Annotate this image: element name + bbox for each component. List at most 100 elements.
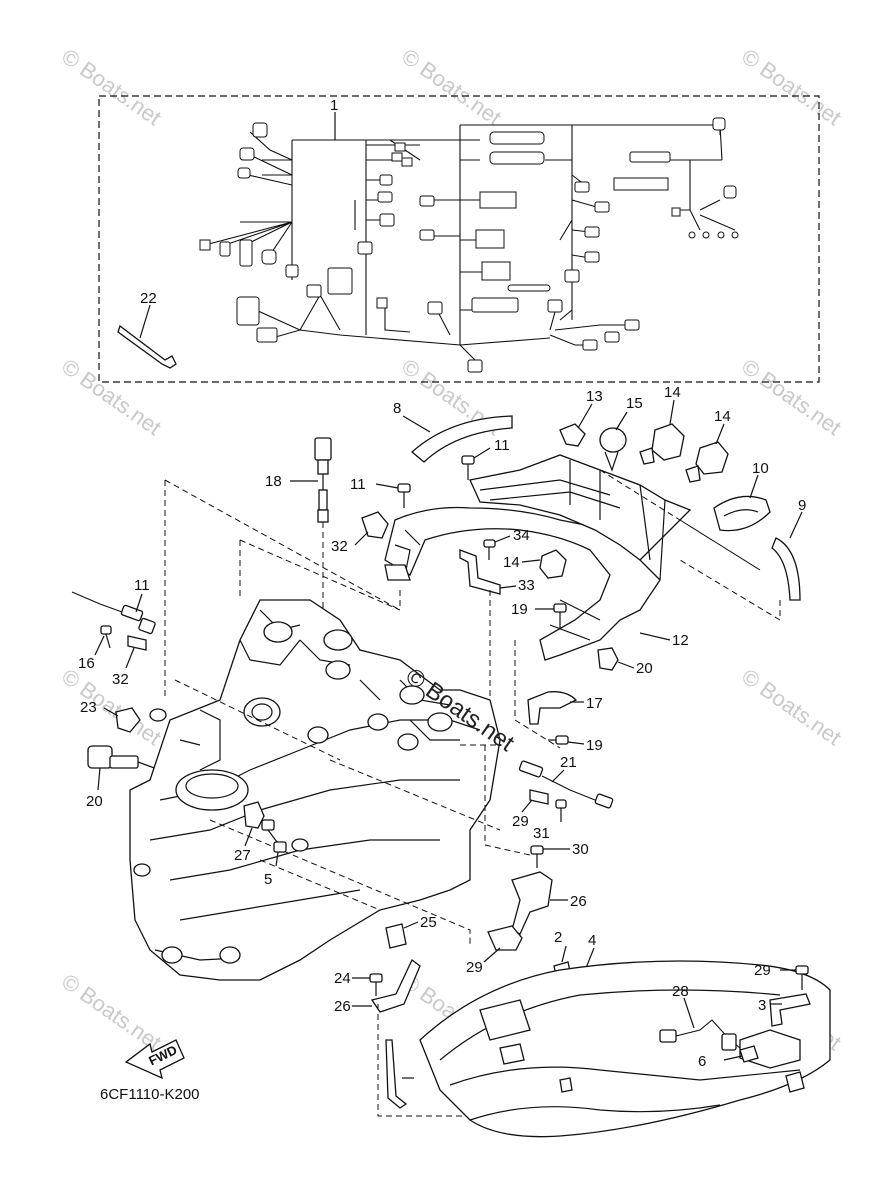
grommet-31 <box>243 801 265 829</box>
bracket-27 <box>511 871 553 935</box>
callout-33: 33 <box>518 577 535 594</box>
callout-26: 6 <box>698 1053 706 1070</box>
callout-30: 5 <box>264 871 272 888</box>
bracket-3 <box>370 959 421 1013</box>
watermark: © Boats.net <box>57 354 166 441</box>
cable-tie-6 <box>385 1039 408 1109</box>
bolt-21-left <box>94 625 112 656</box>
bolt-34 <box>483 535 511 560</box>
callout-19: 21 <box>560 754 577 771</box>
callout-32: 32 <box>331 538 348 555</box>
callout-32: 23 <box>80 699 97 716</box>
callout-11: 11 <box>350 476 366 493</box>
grommet-15 <box>599 427 627 453</box>
callout-19: 11 <box>134 577 150 594</box>
callout-4: 24 <box>334 970 351 987</box>
bottom-cowling <box>419 960 831 1138</box>
callout-13: 13 <box>586 388 603 405</box>
bracket-assembly: 8 12 11 11 19 13 <box>331 384 806 754</box>
callout-1: 1 <box>330 97 338 114</box>
bolt-21-right <box>555 799 567 822</box>
callout-14: 14 <box>503 554 520 571</box>
clip-12 <box>597 647 619 671</box>
callout-24: 28 <box>672 983 689 1000</box>
bolt-11-upper <box>461 447 491 480</box>
callout-2: 29 <box>466 959 483 976</box>
harness-connectors <box>199 117 739 373</box>
callout-27: 26 <box>570 893 587 910</box>
callout-12: 20 <box>636 660 653 677</box>
callout-17: 19 <box>586 737 603 754</box>
callout-16: 17 <box>586 695 603 712</box>
callout-20: 29 <box>512 813 529 830</box>
watermark: © Boats.net <box>397 44 506 131</box>
clip-5 <box>385 923 407 949</box>
callout-25: 4 <box>588 932 596 949</box>
watermark: © Boats.net <box>737 354 846 441</box>
callout-31: 27 <box>234 847 251 864</box>
watermark: © Boats.net <box>737 664 846 751</box>
band-8 <box>411 415 513 463</box>
watermark: © Boats.net <box>737 44 846 131</box>
engine-block <box>129 599 501 981</box>
bolt-17 <box>548 735 585 745</box>
callout-29: 30 <box>572 841 589 858</box>
clamp-32-left <box>115 707 141 733</box>
watermark: © Boats.net <box>57 969 166 1056</box>
callout-10: 10 <box>752 460 769 477</box>
sensor-19-left <box>71 591 156 635</box>
clamp-14-mid <box>539 549 567 579</box>
callout-8: 8 <box>393 400 401 417</box>
clamp-14-upper <box>651 423 685 461</box>
harness-24 <box>659 997 741 1051</box>
sensor-19-right <box>518 760 614 809</box>
callout-5: 25 <box>420 914 437 931</box>
callout-14: 14 <box>714 408 731 425</box>
leader-lines <box>164 469 781 945</box>
bolt-11-left <box>375 483 411 508</box>
callout-23: 20 <box>86 793 103 810</box>
bracket-28 <box>769 993 811 1027</box>
bracket-2 <box>487 925 523 951</box>
callout-3: 26 <box>334 998 351 1015</box>
callout-9: 9 <box>798 497 806 514</box>
callout-22: 22 <box>140 290 157 307</box>
callout-21: 31 <box>533 825 550 842</box>
grommet-10 <box>713 495 771 532</box>
clamp-20-right <box>529 789 549 805</box>
clamp-14-right <box>695 441 729 475</box>
bracket-16 <box>527 691 578 725</box>
callout-11: 11 <box>494 437 510 454</box>
harness-dashed-box <box>98 95 820 383</box>
callout-7: 12 <box>672 632 689 649</box>
harness-bracket-upper <box>469 454 692 561</box>
clamp-26-lower <box>739 1045 759 1063</box>
bracket-33 <box>459 549 501 595</box>
cowling-outline <box>419 960 831 1138</box>
wiring-harness-group: 1 22 <box>98 95 820 383</box>
clip-13 <box>559 423 586 447</box>
bolt-30 <box>261 819 287 867</box>
callout-28: 3 <box>758 997 766 1014</box>
drawing-code: 6CF1110-K200 <box>100 1086 200 1103</box>
callout-14: 14 <box>664 384 681 401</box>
bolt-11-lower <box>535 603 567 628</box>
cable-tie-22 <box>117 324 177 369</box>
callout-15: 15 <box>626 395 643 412</box>
strip-9 <box>771 537 801 601</box>
bolt-29 <box>530 845 570 868</box>
bolt-29-lower <box>780 965 809 990</box>
callout-34: 34 <box>513 527 530 544</box>
watermark: © Boats.net <box>57 44 166 131</box>
clamp-20-left <box>127 635 147 651</box>
callout-18: 18 <box>265 473 282 490</box>
callout-29: 29 <box>754 962 771 979</box>
sensor-23 <box>87 745 161 791</box>
harness-bracket-7 <box>384 506 661 661</box>
callout-21: 16 <box>78 655 95 672</box>
bolt-4 <box>352 973 383 996</box>
callout-11: 19 <box>511 601 528 618</box>
callout-26: 2 <box>554 929 562 946</box>
callout-20: 32 <box>112 671 129 688</box>
